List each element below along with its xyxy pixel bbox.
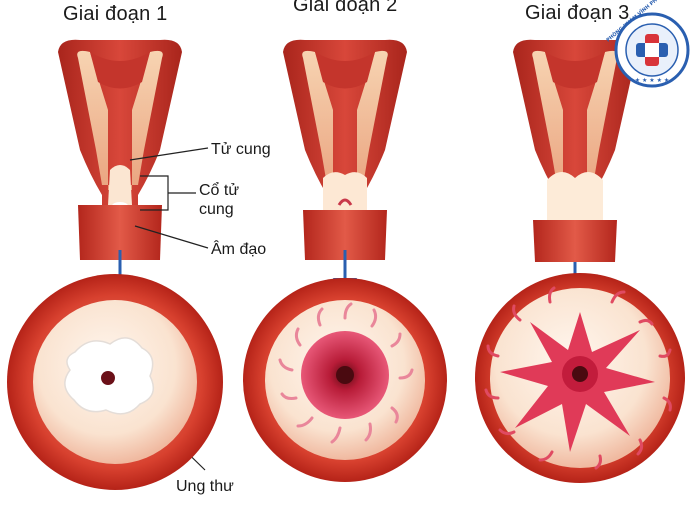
stage-title-2: Giai đoạn 2 (293, 0, 398, 16)
stage-title-1: Giai đoạn 1 (63, 3, 168, 25)
uterus-diagram-stage-3 (513, 39, 637, 262)
medical-cross-icon (636, 34, 668, 66)
cancer-label: Ung thư (176, 478, 234, 495)
stage-title-3: Giai đoạn 3 (525, 2, 630, 24)
uterus-diagram-stage-1 (58, 39, 182, 260)
advanced-tendrils (484, 286, 672, 470)
cervix-disc-stage-1 (7, 274, 223, 490)
cervix-label-line-1: Cổ tử (199, 182, 240, 199)
vagina-label: Âm đạo (211, 241, 267, 258)
vagina-leader-line (134, 225, 209, 249)
svg-text:★ ★ ★ ★ ★: ★ ★ ★ ★ ★ (635, 77, 670, 84)
lesion-tendrils (278, 302, 414, 444)
cervix-disc-stage-3 (475, 273, 685, 483)
cervix-label-line-2: cung (199, 201, 234, 218)
uterus-leader-line (129, 147, 209, 161)
cervix-disc-stage-2 (243, 278, 447, 482)
uterus-label: Tử cung (211, 141, 271, 158)
uterus-diagram-stage-2 (283, 39, 407, 260)
